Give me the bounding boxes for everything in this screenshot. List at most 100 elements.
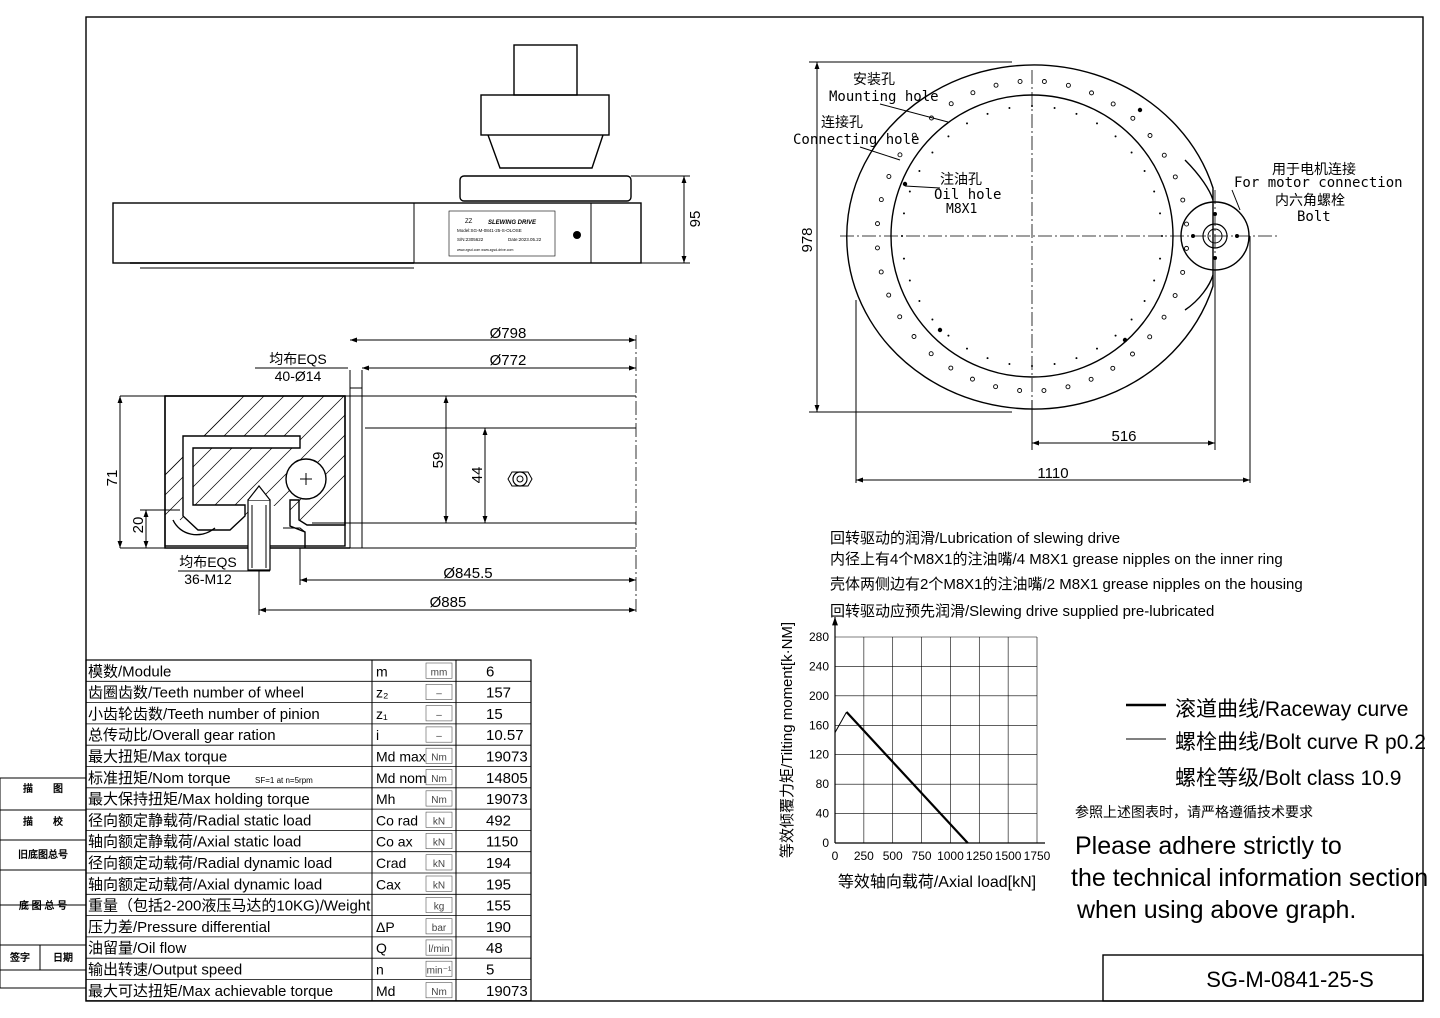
- mounting-hole: [928, 351, 934, 357]
- spec-value: 14805: [486, 770, 528, 787]
- mounting-hole: [1147, 334, 1153, 340]
- sheet-frame: SG-M-0841-25-S: [85, 16, 1424, 1002]
- spec-label: 最大保持扭矩/Max holding torque: [88, 791, 310, 808]
- mounting-hole: [1041, 79, 1047, 84]
- drawing-number: SG-M-0841-25-S: [1206, 967, 1374, 992]
- connecting-hole: [901, 235, 903, 237]
- connecting-hole: [1161, 235, 1163, 237]
- side-elevation-view: ZZ SLEWING DRIVE Model:SG-M-0841-25-S-OL…: [112, 44, 704, 269]
- label-mounting-cn: 安装孔: [853, 71, 895, 87]
- connecting-hole: [947, 135, 950, 138]
- label-motor-cn: 用于电机连接: [1272, 161, 1356, 177]
- spec-value: 6: [486, 663, 494, 680]
- chart-y-tick: 40: [816, 807, 830, 821]
- connecting-hole: [1159, 257, 1162, 260]
- label-mounting-en: Mounting hole: [829, 89, 939, 105]
- dim-d845: Ø845.5: [443, 565, 492, 582]
- spec-label: 标准扭矩/Nom torque: [88, 770, 231, 787]
- oil-hole: [1122, 337, 1128, 343]
- label-motor-en: For motor connection: [1234, 175, 1403, 191]
- connecting-hole: [1053, 363, 1056, 366]
- legend-note-en-1: Please adhere strictly to: [1075, 832, 1342, 860]
- nameplate-date: Date:2023.05.22: [508, 237, 542, 242]
- side-label-trace: 描 图: [23, 782, 63, 795]
- mounting-hole: [1147, 133, 1153, 138]
- label-connecting-cn: 连接孔: [821, 114, 863, 130]
- mounting-hole: [1110, 101, 1116, 107]
- plan-view: 978 516 1110 安装孔 Mounting hole 连接孔 Conne…: [793, 61, 1403, 483]
- chart-x-tick: 1500: [995, 849, 1022, 863]
- spec-value: 190: [486, 919, 511, 936]
- spec-label: 压力差/Pressure differential: [88, 919, 270, 936]
- spec-label: 模数/Module: [88, 663, 171, 680]
- spec-unit: –: [436, 731, 442, 742]
- connecting-hole: [986, 112, 989, 115]
- chart-x-tick: 1750: [1024, 849, 1051, 863]
- eqs-bottom-line2: 36-M12: [184, 571, 232, 587]
- connecting-hole: [1031, 365, 1033, 367]
- spec-value: 48: [486, 940, 503, 957]
- mounting-hole: [875, 245, 880, 251]
- oil-hole: [902, 181, 908, 187]
- dim-59: 59: [430, 452, 447, 469]
- label-bolt-en: Bolt: [1297, 209, 1331, 225]
- chart-series-bolt: [834, 711, 847, 733]
- connecting-hole: [1096, 122, 1098, 125]
- side-title-block: 描 图 描 校 旧底图总号 底 图 总 号 签字 日期: [0, 777, 87, 989]
- spec-unit: Nm: [431, 753, 447, 764]
- spec-value: 19073: [486, 983, 528, 1000]
- mounting-hole: [1017, 79, 1023, 84]
- dim-d772: Ø772: [490, 352, 527, 369]
- spec-value: 155: [486, 898, 511, 915]
- spec-symbol: Co ax: [376, 834, 413, 850]
- connecting-hole: [1114, 135, 1117, 138]
- connecting-hole: [902, 212, 905, 215]
- spec-symbol: ΔP: [376, 919, 395, 935]
- mounting-hole: [1130, 115, 1136, 121]
- nameplate-title: SLEWING DRIVE: [488, 220, 537, 226]
- connecting-hole: [1143, 170, 1146, 172]
- spec-label: 轴向额定静载荷/Axial static load: [88, 834, 301, 851]
- connecting-hole: [1075, 112, 1078, 115]
- chart-x-tick: 500: [883, 849, 903, 863]
- mounting-hole: [1184, 221, 1189, 227]
- mounting-hole: [897, 152, 903, 158]
- connecting-hole: [1008, 106, 1011, 109]
- spec-value: 15: [486, 706, 503, 723]
- spec-unit: kN: [433, 859, 445, 870]
- spec-value: 157: [486, 685, 511, 702]
- mounting-hole: [1017, 388, 1023, 393]
- eqs-top-line2: 40-Ø14: [275, 368, 322, 384]
- mounting-hole: [1130, 351, 1135, 357]
- mounting-hole: [948, 365, 954, 371]
- spec-label: 轴向额定动载荷/Axial dynamic load: [88, 876, 322, 893]
- connecting-hole: [908, 279, 911, 282]
- side-label-check: 描 校: [23, 815, 64, 828]
- connecting-hole: [1130, 151, 1133, 154]
- dim-44: 44: [469, 467, 486, 484]
- spec-label: 径向额定静载荷/Radial static load: [88, 812, 311, 829]
- mounting-hole: [970, 376, 975, 382]
- legend-note-cn: 参照上述图表时，请严格遵循技术要求: [1075, 804, 1313, 820]
- nameplate: [448, 210, 556, 257]
- side-label-old-number: 旧底图总号: [18, 848, 68, 861]
- chart-xlabel: 等效轴向载荷/Axial load[kN]: [838, 873, 1036, 891]
- connecting-hole: [966, 122, 968, 125]
- connecting-hole: [931, 151, 934, 154]
- mounting-hole: [1065, 384, 1071, 390]
- chart-y-tick: 160: [809, 718, 829, 732]
- mounting-hole: [993, 82, 999, 88]
- mounting-hole: [1161, 152, 1167, 158]
- spec-value: 10.57: [486, 727, 524, 744]
- chart-series-raceway: [845, 711, 969, 844]
- dim-71: 71: [104, 470, 121, 487]
- dim-95: 95: [687, 211, 704, 228]
- chart-x-tick: 750: [912, 849, 932, 863]
- mounting-hole: [1184, 245, 1189, 251]
- mounting-hole: [878, 269, 884, 275]
- dim-d885: Ø885: [430, 594, 467, 611]
- chart-x-tick: 250: [854, 849, 874, 863]
- spec-unit: mm: [431, 667, 448, 678]
- label-oil-size: M8X1: [946, 202, 977, 217]
- spec-symbol: Md max: [376, 749, 426, 765]
